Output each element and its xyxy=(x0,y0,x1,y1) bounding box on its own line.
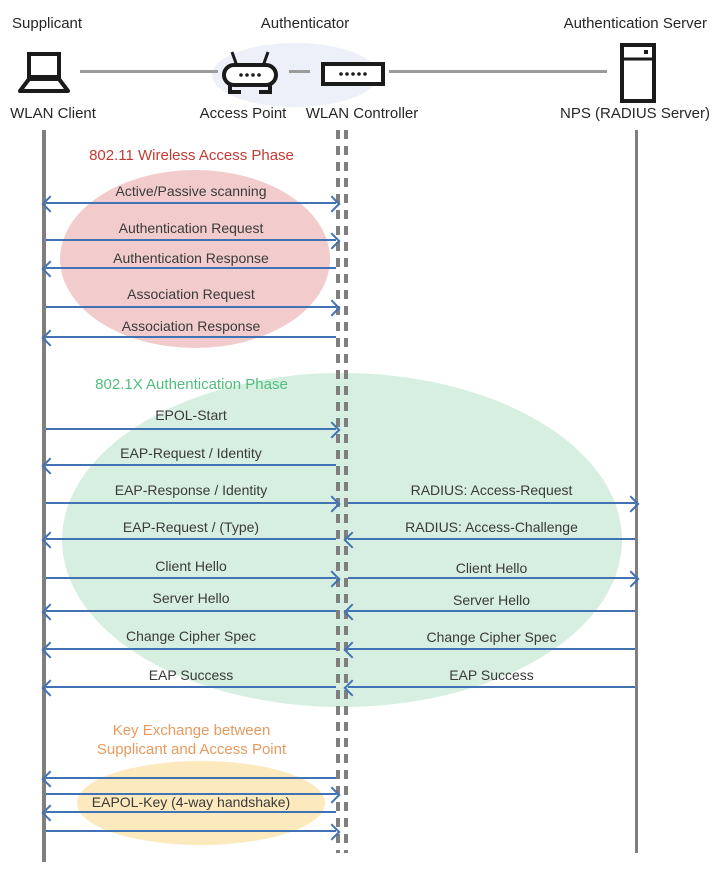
message-label: EAP-Request / (Type) xyxy=(122,519,260,535)
message-label: Authentication Response xyxy=(113,250,269,266)
handshake-arrow-2 xyxy=(46,793,336,795)
handshake-arrow-1 xyxy=(46,777,336,779)
message-label: EAP Success xyxy=(148,667,234,683)
message-label: Change Cipher Spec xyxy=(426,629,557,645)
message-arrow-right xyxy=(46,306,336,308)
message-arrow-left xyxy=(348,538,635,540)
message-label: Client Hello xyxy=(155,558,227,574)
message-arrow-left xyxy=(46,464,336,466)
message-arrow-left xyxy=(46,336,336,338)
message-label: Server Hello xyxy=(452,592,531,608)
lifeline-nps xyxy=(635,130,638,853)
message-arrow-both xyxy=(46,202,336,204)
lifeline-wlan-controller-right xyxy=(344,130,348,853)
phase2-title: 802.1X Authentication Phase xyxy=(95,376,288,393)
message-label: EPOL-Start xyxy=(155,407,227,423)
message-label: Server Hello xyxy=(152,590,230,606)
message-label: Association Response xyxy=(121,318,261,334)
device-label-wlan-client: WLAN Client xyxy=(10,105,96,122)
role-authentication-server: Authentication Server xyxy=(563,15,707,32)
message-label: Client Hello xyxy=(455,560,528,576)
phase1-ellipse xyxy=(60,170,330,348)
message-arrow-left xyxy=(46,267,336,269)
message-label: EAP Success xyxy=(449,667,534,683)
message-label: EAP-Request / Identity xyxy=(120,445,262,461)
message-arrow-right xyxy=(46,239,336,241)
handshake-arrow-4 xyxy=(46,830,336,832)
message-arrow-right xyxy=(46,502,336,504)
message-arrow-left xyxy=(46,686,336,688)
message-label: Authentication Request xyxy=(118,220,264,236)
message-label: Change Cipher Spec xyxy=(126,628,256,644)
device-label-access-point: Access Point xyxy=(199,105,287,122)
message-label: RADIUS: Access-Request xyxy=(410,482,573,498)
connector-controller-server xyxy=(389,70,607,73)
message-arrow-right xyxy=(348,577,635,579)
connector-ap-controller xyxy=(289,70,310,73)
phase3-title-line2: Supplicant and Access Point xyxy=(96,741,287,758)
role-authenticator: Authenticator xyxy=(260,15,350,32)
handshake-arrow-3 xyxy=(46,811,336,813)
message-arrow-left xyxy=(46,610,336,612)
message-label: Association Request xyxy=(127,286,255,302)
phase2-ellipse xyxy=(62,373,622,707)
handshake-label: EAPOL-Key (4-way handshake) xyxy=(91,794,291,810)
lifeline-wlan-client xyxy=(42,130,46,862)
message-arrow-right xyxy=(46,577,336,579)
message-label: Active/Passive scanning xyxy=(115,183,267,199)
wlan-controller-icon xyxy=(321,62,385,86)
laptop-icon xyxy=(18,52,70,93)
device-label-nps: NPS (RADIUS Server) xyxy=(559,105,711,122)
message-arrow-right xyxy=(348,502,635,504)
message-arrow-left xyxy=(46,538,336,540)
connector-client-ap xyxy=(80,70,218,73)
message-label: RADIUS: Access-Challenge xyxy=(405,519,578,535)
phase3-title-line1: Key Exchange between xyxy=(112,722,271,739)
phase1-title: 802.11 Wireless Access Phase xyxy=(89,147,294,164)
message-arrow-left xyxy=(348,610,635,612)
message-arrow-right xyxy=(46,428,336,430)
role-supplicant: Supplicant xyxy=(12,15,83,32)
lifeline-wlan-controller-left xyxy=(336,130,340,853)
message-arrow-left xyxy=(348,686,635,688)
server-icon xyxy=(620,43,656,103)
message-arrow-left xyxy=(348,648,635,650)
device-label-wlan-controller: WLAN Controller xyxy=(305,105,419,122)
message-label: EAP-Response / Identity xyxy=(114,482,268,498)
access-point-icon xyxy=(222,51,278,94)
message-arrow-left xyxy=(46,648,336,650)
